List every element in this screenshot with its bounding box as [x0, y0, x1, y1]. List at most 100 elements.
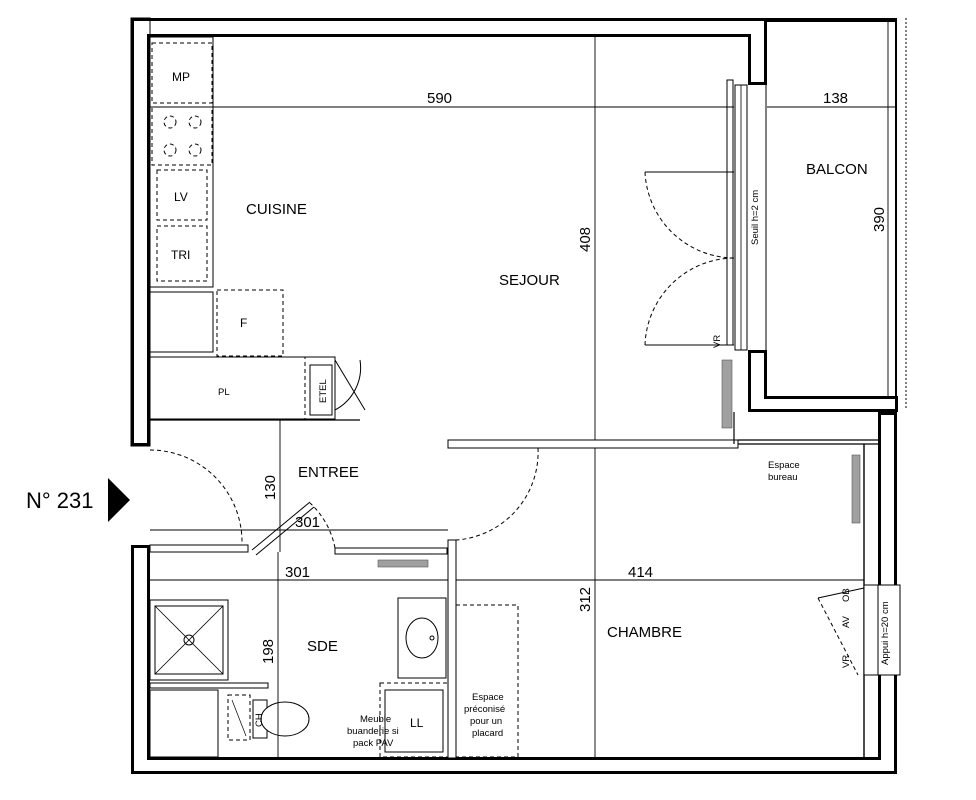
room-sde: SDE: [307, 638, 338, 655]
etel-door-arc: [334, 359, 362, 411]
ch-diag: [231, 699, 247, 737]
dim-414: 414: [628, 564, 653, 581]
doors: [149, 171, 865, 676]
room-sejour: SEJOUR: [499, 272, 560, 289]
label-etel: ETEL: [318, 379, 329, 403]
shower-screen: [149, 682, 269, 689]
radiator-sde: [377, 559, 429, 568]
wall-balcony-left-core: [751, 353, 764, 409]
wall-entree-sde-left: [149, 544, 249, 553]
meuble-buanderie: [379, 682, 449, 758]
sejour-window: [721, 79, 748, 429]
room-chambre: CHAMBRE: [607, 624, 682, 641]
fixture-lv: [156, 169, 208, 221]
label-ch: CH: [254, 713, 265, 727]
burner-1: [163, 115, 177, 129]
chambre-window-frame: [863, 584, 879, 676]
note-meuble-2: buanderie si: [347, 726, 399, 737]
wc-bowl: [260, 701, 310, 737]
pl-door: [304, 356, 336, 420]
room-entree: ENTREE: [298, 464, 359, 481]
kitchen-cabinet: [149, 291, 214, 353]
wall-top-core: [134, 21, 763, 34]
dim-590: 590: [427, 90, 452, 107]
label-f: F: [240, 316, 247, 330]
dim-130: 130: [262, 475, 279, 500]
wall-top-right-stub-core: [751, 21, 764, 82]
label-ll: LL: [410, 716, 424, 730]
wall-sde-chambre: [447, 539, 457, 759]
wall-left-upper-core: [134, 21, 147, 443]
label-vr-chambre: VR: [841, 655, 852, 668]
note-espace-bureau-1: Espace: [768, 460, 800, 471]
lot-number: N° 231: [26, 488, 94, 513]
room-cuisine: CUISINE: [246, 201, 307, 218]
placard-space: [455, 604, 519, 758]
note-meuble-1: Meuble: [360, 714, 391, 725]
shower-inner: [154, 605, 224, 675]
fixture-f: [216, 289, 284, 357]
burner-2: [188, 115, 202, 129]
dim-408: 408: [577, 227, 594, 252]
sde-door-leaf-b: [255, 506, 315, 556]
note-placard-1: Espace: [472, 692, 504, 703]
sde-cabinet: [149, 689, 219, 758]
kitchen-fixtures: [149, 36, 366, 420]
radiator-sejour: [721, 359, 733, 429]
wall-sejour-chambre: [447, 439, 739, 449]
room-balcon: BALCON: [806, 161, 868, 178]
wall-entree-sde-right: [334, 547, 448, 555]
entrance-arrow-icon: [108, 478, 130, 522]
sde-door-leaf-a: [251, 501, 311, 551]
fixture-mp: [151, 42, 213, 104]
wall-balcony-bottom-core: [751, 399, 895, 409]
shower-drain: [183, 634, 195, 646]
balcony-door-2-arc: [644, 257, 735, 346]
note-meuble-3: pack PAV: [353, 738, 394, 749]
sde-door-arc: [309, 502, 336, 549]
labels: N° 231 CUISINE SEJOUR BALCON ENTREE SDE …: [26, 70, 891, 749]
dim-390: 390: [871, 207, 888, 232]
entrance-door-arc: [149, 449, 243, 543]
note-placard-3: pour un: [470, 716, 502, 727]
wall-left-lower-core: [134, 548, 147, 770]
dim-312: 312: [577, 587, 594, 612]
note-placard-4: placard: [472, 728, 503, 739]
dim-198: 198: [260, 639, 277, 664]
fixture-ll: [384, 689, 444, 753]
balcony-top-edge: [766, 18, 896, 22]
radiator-chambre: [851, 454, 861, 524]
balcony-edges: [765, 18, 907, 410]
wall-bottom-core: [134, 760, 894, 771]
etel-door: [334, 359, 366, 411]
chambre-window: [851, 454, 901, 676]
shower-diag-2: [154, 605, 224, 675]
dim-138: 138: [823, 90, 848, 107]
chambre-window-sill: [877, 584, 901, 676]
balcony-door-1-arc: [644, 171, 735, 259]
fixture-etel: [309, 364, 333, 416]
burner-4: [188, 143, 202, 157]
sde-fixtures: [149, 559, 519, 758]
washbasin: [405, 617, 439, 659]
fixture-ch: [227, 694, 251, 741]
chambre-window-arc: [817, 597, 859, 676]
washbasin-drain: [429, 635, 435, 641]
chambre-door-arc: [455, 447, 539, 541]
window-sill: [726, 79, 734, 346]
chambre-window-leaf: [817, 587, 865, 599]
note-appui: Appui h=20 cm: [880, 601, 891, 665]
kitchen-counter: [149, 36, 214, 288]
dimension-lines: [150, 22, 896, 757]
label-vr-sejour: VR: [712, 335, 723, 348]
fixture-pl: [149, 356, 336, 420]
fixture-tri: [156, 225, 208, 282]
interior-walls: [149, 412, 878, 759]
burner-3: [163, 143, 177, 157]
label-ob: OB: [841, 588, 852, 602]
note-placard-2: préconisé: [464, 704, 505, 715]
note-espace-bureau-2: bureau: [768, 472, 798, 483]
label-av: AV: [841, 615, 852, 628]
dim-301-bottom: 301: [285, 564, 310, 581]
